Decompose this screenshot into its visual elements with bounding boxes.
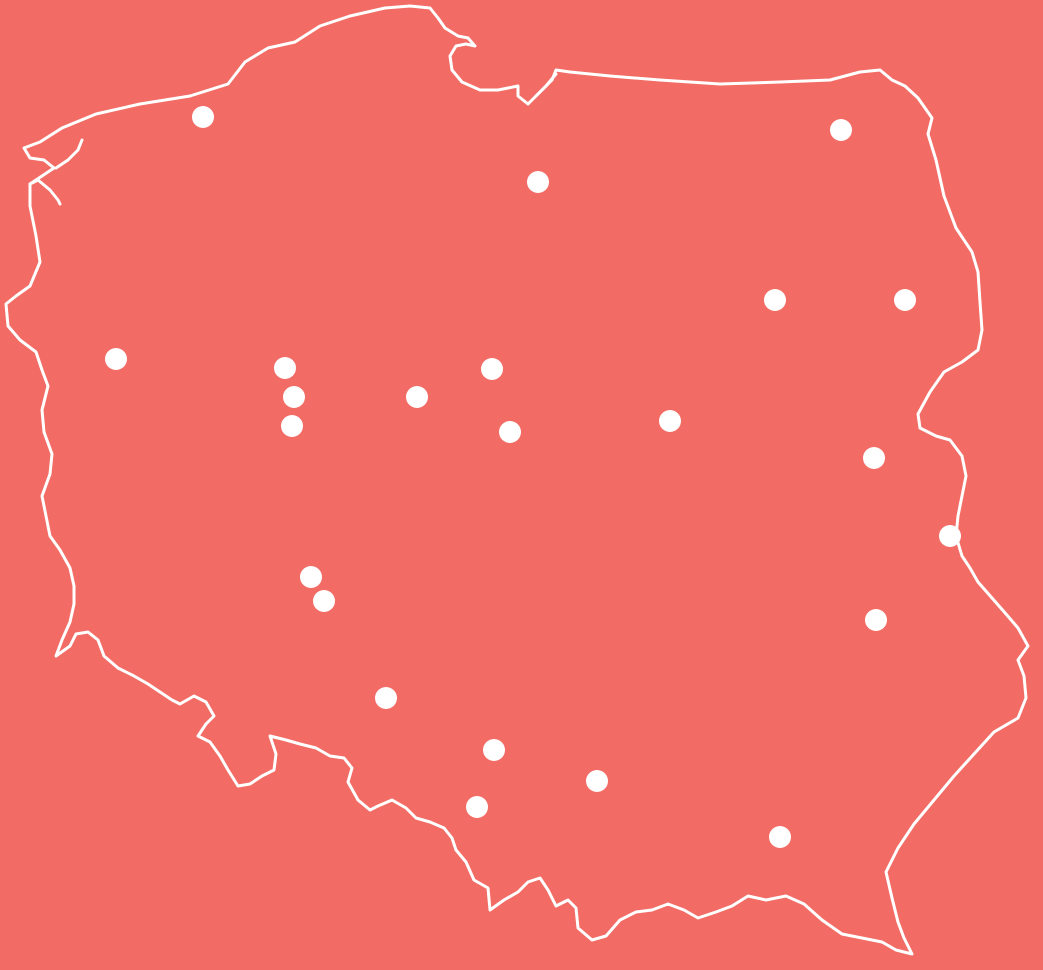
location-marker-icon[interactable] [105, 348, 127, 370]
location-marker-icon[interactable] [481, 358, 503, 380]
location-marker-icon[interactable] [939, 525, 961, 547]
location-marker-icon[interactable] [863, 447, 885, 469]
location-marker-icon[interactable] [659, 410, 681, 432]
location-marker-icon[interactable] [499, 421, 521, 443]
location-marker-icon[interactable] [281, 415, 303, 437]
location-marker-icon[interactable] [375, 687, 397, 709]
location-marker-icon[interactable] [466, 796, 488, 818]
lagoon-coast-detail [28, 178, 62, 206]
location-marker-icon[interactable] [865, 609, 887, 631]
location-marker-icon[interactable] [894, 289, 916, 311]
city-markers [105, 106, 961, 848]
location-marker-icon[interactable] [830, 119, 852, 141]
location-marker-icon[interactable] [192, 106, 214, 128]
location-marker-icon[interactable] [586, 770, 608, 792]
location-marker-icon[interactable] [313, 590, 335, 612]
location-marker-icon[interactable] [769, 826, 791, 848]
location-marker-icon[interactable] [283, 386, 305, 408]
location-marker-icon[interactable] [483, 739, 505, 761]
poland-border-outline [4, 4, 1030, 956]
location-marker-icon[interactable] [274, 357, 296, 379]
location-marker-icon[interactable] [527, 171, 549, 193]
location-marker-icon[interactable] [406, 386, 428, 408]
vistula-spit-detail [534, 72, 558, 98]
lagoon-inner-detail [54, 138, 84, 170]
location-marker-icon[interactable] [764, 289, 786, 311]
location-marker-icon[interactable] [300, 566, 322, 588]
